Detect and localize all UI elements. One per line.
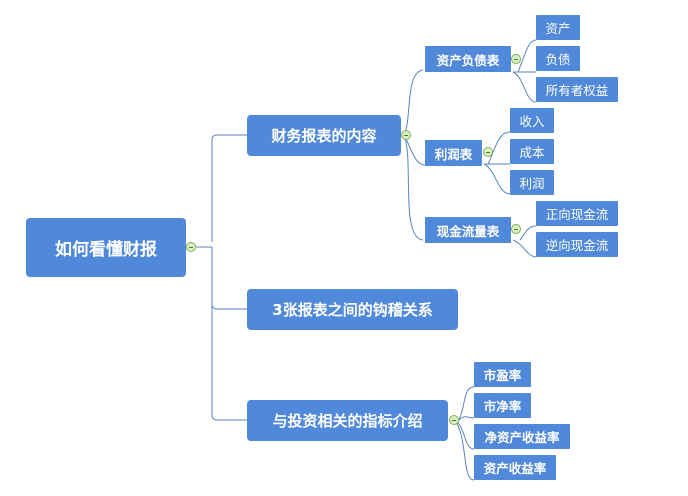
node-income-statement[interactable]: 利润表 (425, 140, 482, 166)
leaf-cost[interactable]: 成本 (510, 139, 554, 164)
root-node[interactable]: 如何看懂财报 (26, 218, 186, 277)
connector-balance-to-equity (512, 71, 537, 103)
collapse-minus-icon[interactable] (401, 130, 411, 140)
connector-b3-to-pe (458, 386, 475, 421)
collapse-minus-icon[interactable] (511, 54, 521, 64)
node-cash-flow-statement[interactable]: 现金流量表 (425, 217, 511, 243)
connector-cashflow-to-negative (512, 239, 537, 258)
connector-income-to-profit (483, 163, 511, 195)
branch-statement-relations[interactable]: 3张报表之间的钩稽关系 (247, 289, 458, 330)
leaf-liabilities[interactable]: 负债 (536, 46, 580, 71)
connector-root-to-branch-3 (211, 300, 247, 421)
leaf-pe-ratio[interactable]: 市盈率 (474, 362, 531, 387)
leaf-positive-cash-flow[interactable]: 正向现金流 (536, 201, 618, 226)
collapse-minus-icon[interactable] (511, 224, 521, 234)
leaf-revenue[interactable]: 收入 (510, 108, 554, 133)
leaf-pb-ratio[interactable]: 市净率 (474, 393, 531, 418)
connector-b3-to-roa (454, 419, 475, 481)
leaf-negative-cash-flow[interactable]: 逆向现金流 (536, 232, 618, 257)
connector-b1-to-balance (403, 69, 424, 136)
leaf-roe[interactable]: 净资产收益率 (474, 424, 570, 449)
branch-financial-statements[interactable]: 财务报表的内容 (247, 115, 401, 156)
connector-cashflow-to-positive (519, 225, 537, 241)
leaf-assets[interactable]: 资产 (536, 15, 580, 40)
leaf-owners-equity[interactable]: 所有者权益 (536, 77, 618, 102)
connector-b1-to-cashflow (403, 134, 424, 241)
collapse-minus-icon[interactable] (186, 242, 196, 252)
collapse-minus-icon[interactable] (449, 415, 459, 425)
connector-root-to-branch-2 (211, 247, 247, 310)
leaf-roa[interactable]: 资产收益率 (474, 455, 556, 480)
leaf-profit[interactable]: 利润 (510, 170, 554, 195)
node-balance-sheet[interactable]: 资产负债表 (425, 46, 511, 72)
connector-income-to-revenue (487, 131, 511, 165)
connector-root-to-branch-1 (211, 134, 247, 242)
branch-investment-indicators[interactable]: 与投资相关的指标介绍 (247, 400, 448, 441)
collapse-minus-icon[interactable] (483, 147, 493, 157)
connector-b3-to-pb (458, 416, 475, 421)
connector-balance-to-asset (517, 39, 537, 73)
